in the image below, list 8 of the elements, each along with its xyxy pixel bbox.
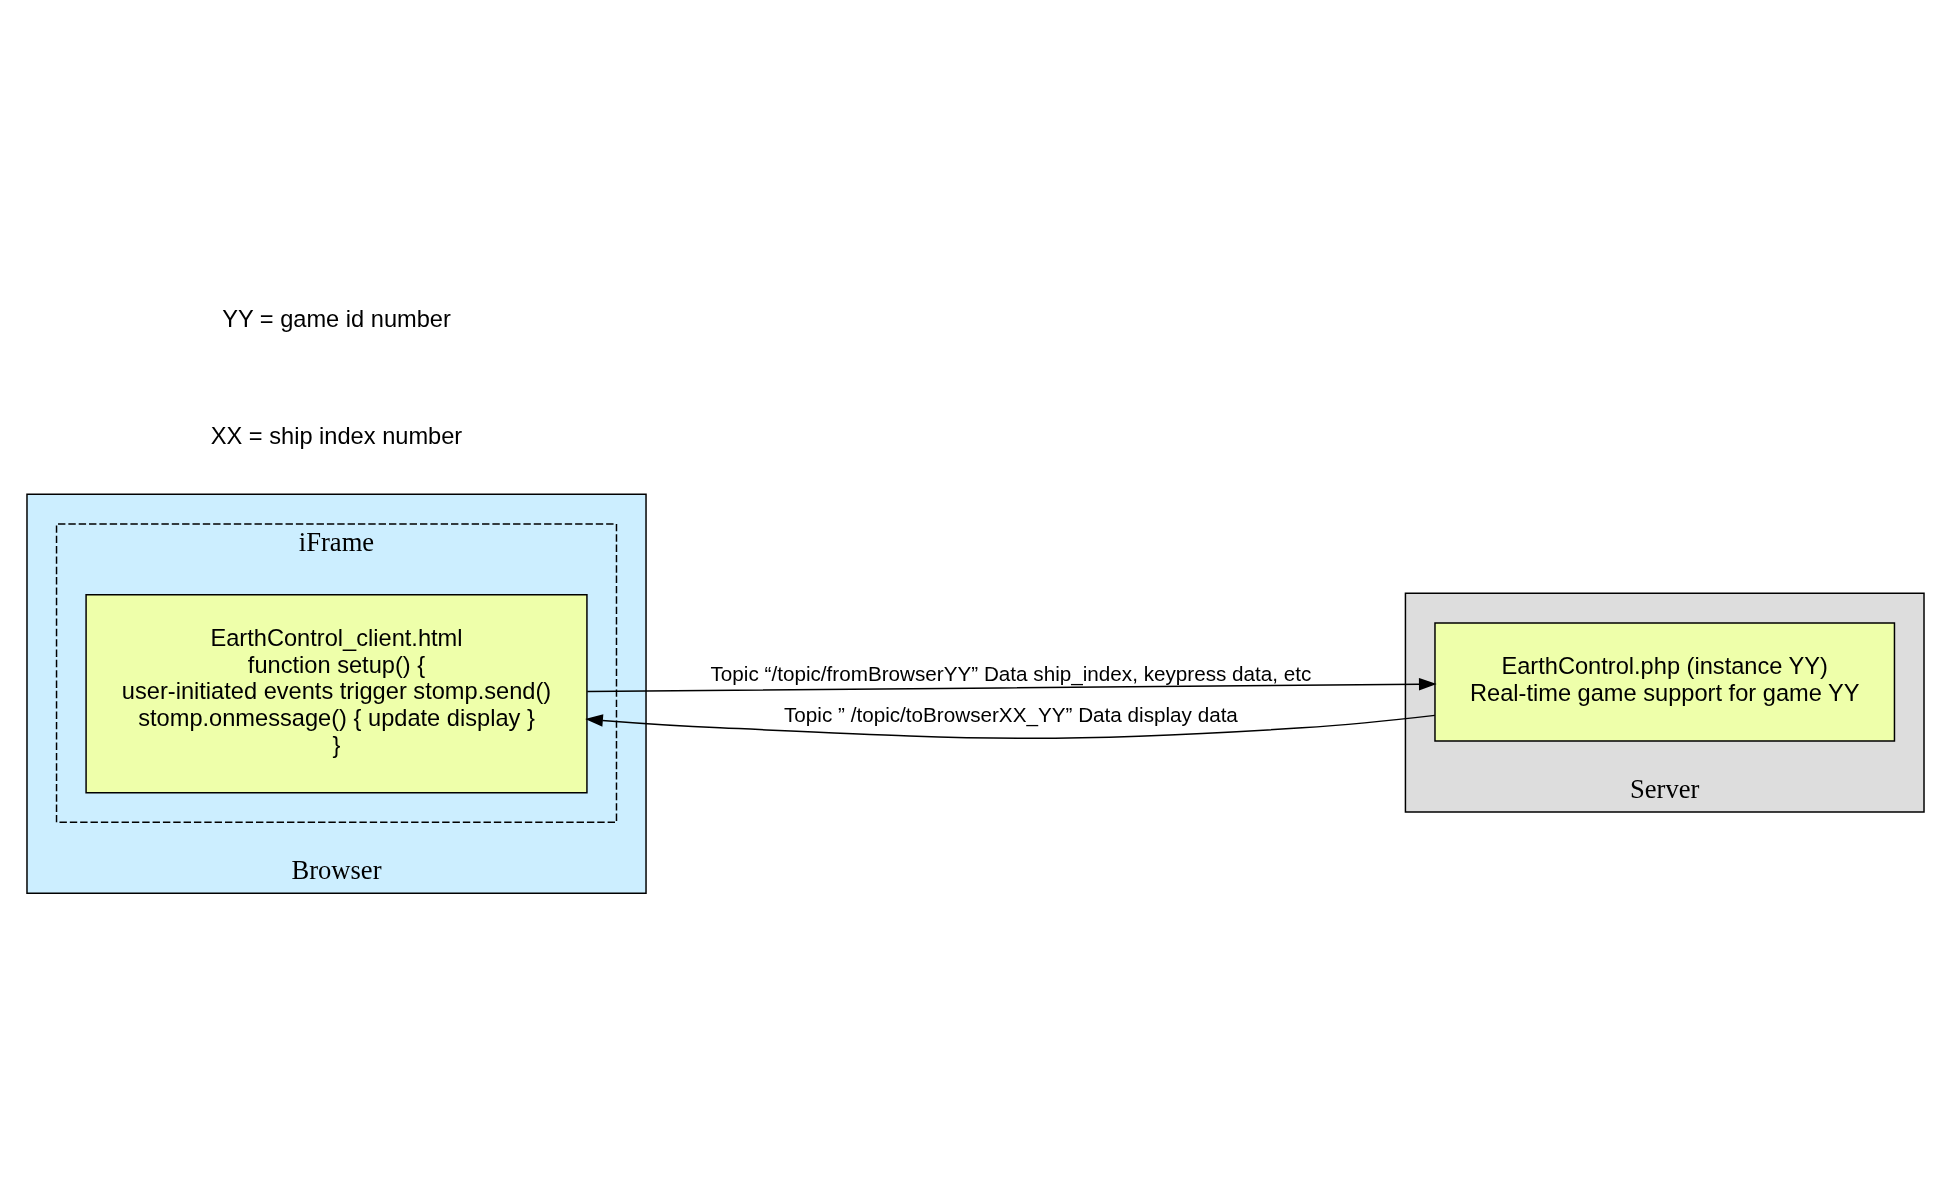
arrow [586, 677, 1437, 693]
node-box: EarthControl.php (instance YY) Real-time game support for game YY [1434, 622, 1896, 742]
label: YY = game id number [222, 306, 451, 333]
label: XX = ship index number [210, 422, 463, 449]
edge-label: Topic “/topic/fromBrowserYY” Data ship_index, keypress data, etc [710, 661, 1312, 685]
edge-label: Topic ” /topic/toBrowserXX_YY” Data display data [784, 703, 1238, 727]
arrow [585, 714, 1436, 739]
node-box: EarthControl_client.html function setup() { user-initiated events trigger stomp.send() stomp.onmessage() { update display } } [85, 594, 588, 794]
